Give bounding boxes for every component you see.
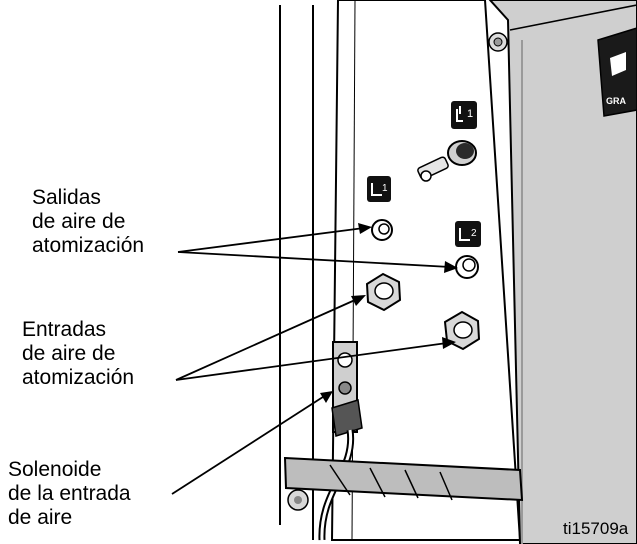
solenoid-label: Solenoide de la entrada de aire: [8, 458, 131, 530]
air-inlets-line-3: atomización: [22, 366, 135, 389]
gray-enclosure: [488, 0, 637, 544]
leader-inlet-2: [175, 342, 448, 381]
control-panel: [330, 0, 522, 541]
bottom-bracket: [283, 456, 524, 511]
top-badge-icon: 1: [451, 101, 477, 129]
svg-text:2: 2: [471, 228, 477, 239]
outlet-2-badge-icon: 2: [455, 221, 481, 247]
solenoid-line-2: de la entrada: [8, 482, 131, 505]
air-inlets-label: Entradas de aire de atomización: [22, 318, 134, 390]
leader-lines: [171, 227, 451, 495]
figure-id: ti15709a: [563, 519, 629, 538]
air-inlets-line-2: de aire de: [22, 342, 116, 365]
air-outlets-line-2: de aire de: [32, 210, 126, 233]
brand-logo: GRA: [597, 27, 637, 117]
air-outlets-line-3: atomización: [32, 234, 145, 257]
svg-text:1: 1: [467, 108, 473, 120]
solenoid-line-1: Solenoide: [8, 458, 102, 481]
svg-text:GRA: GRA: [606, 96, 627, 106]
solenoid-line-3: de aire: [8, 506, 73, 529]
mounting-rail: [279, 5, 314, 540]
air-inlet-1-fitting: [365, 272, 402, 312]
air-outlet-1-fitting: [371, 219, 393, 241]
air-outlets-line-1: Salidas: [32, 186, 101, 209]
air-inlets-line-1: Entradas: [22, 318, 107, 341]
pressure-regulator-knob: [417, 140, 477, 182]
outlet-1-badge-icon: 1: [367, 176, 391, 202]
leader-outlet-1: [177, 227, 365, 253]
air-outlets-label: Salidas de aire de atomización: [32, 186, 144, 258]
leader-outlet-2: [177, 251, 451, 268]
svg-text:1: 1: [382, 183, 388, 194]
leader-solenoid: [171, 394, 327, 495]
leader-inlet-1: [175, 299, 356, 381]
air-outlet-2-fitting: [455, 255, 479, 279]
arrowheads: [320, 223, 458, 403]
